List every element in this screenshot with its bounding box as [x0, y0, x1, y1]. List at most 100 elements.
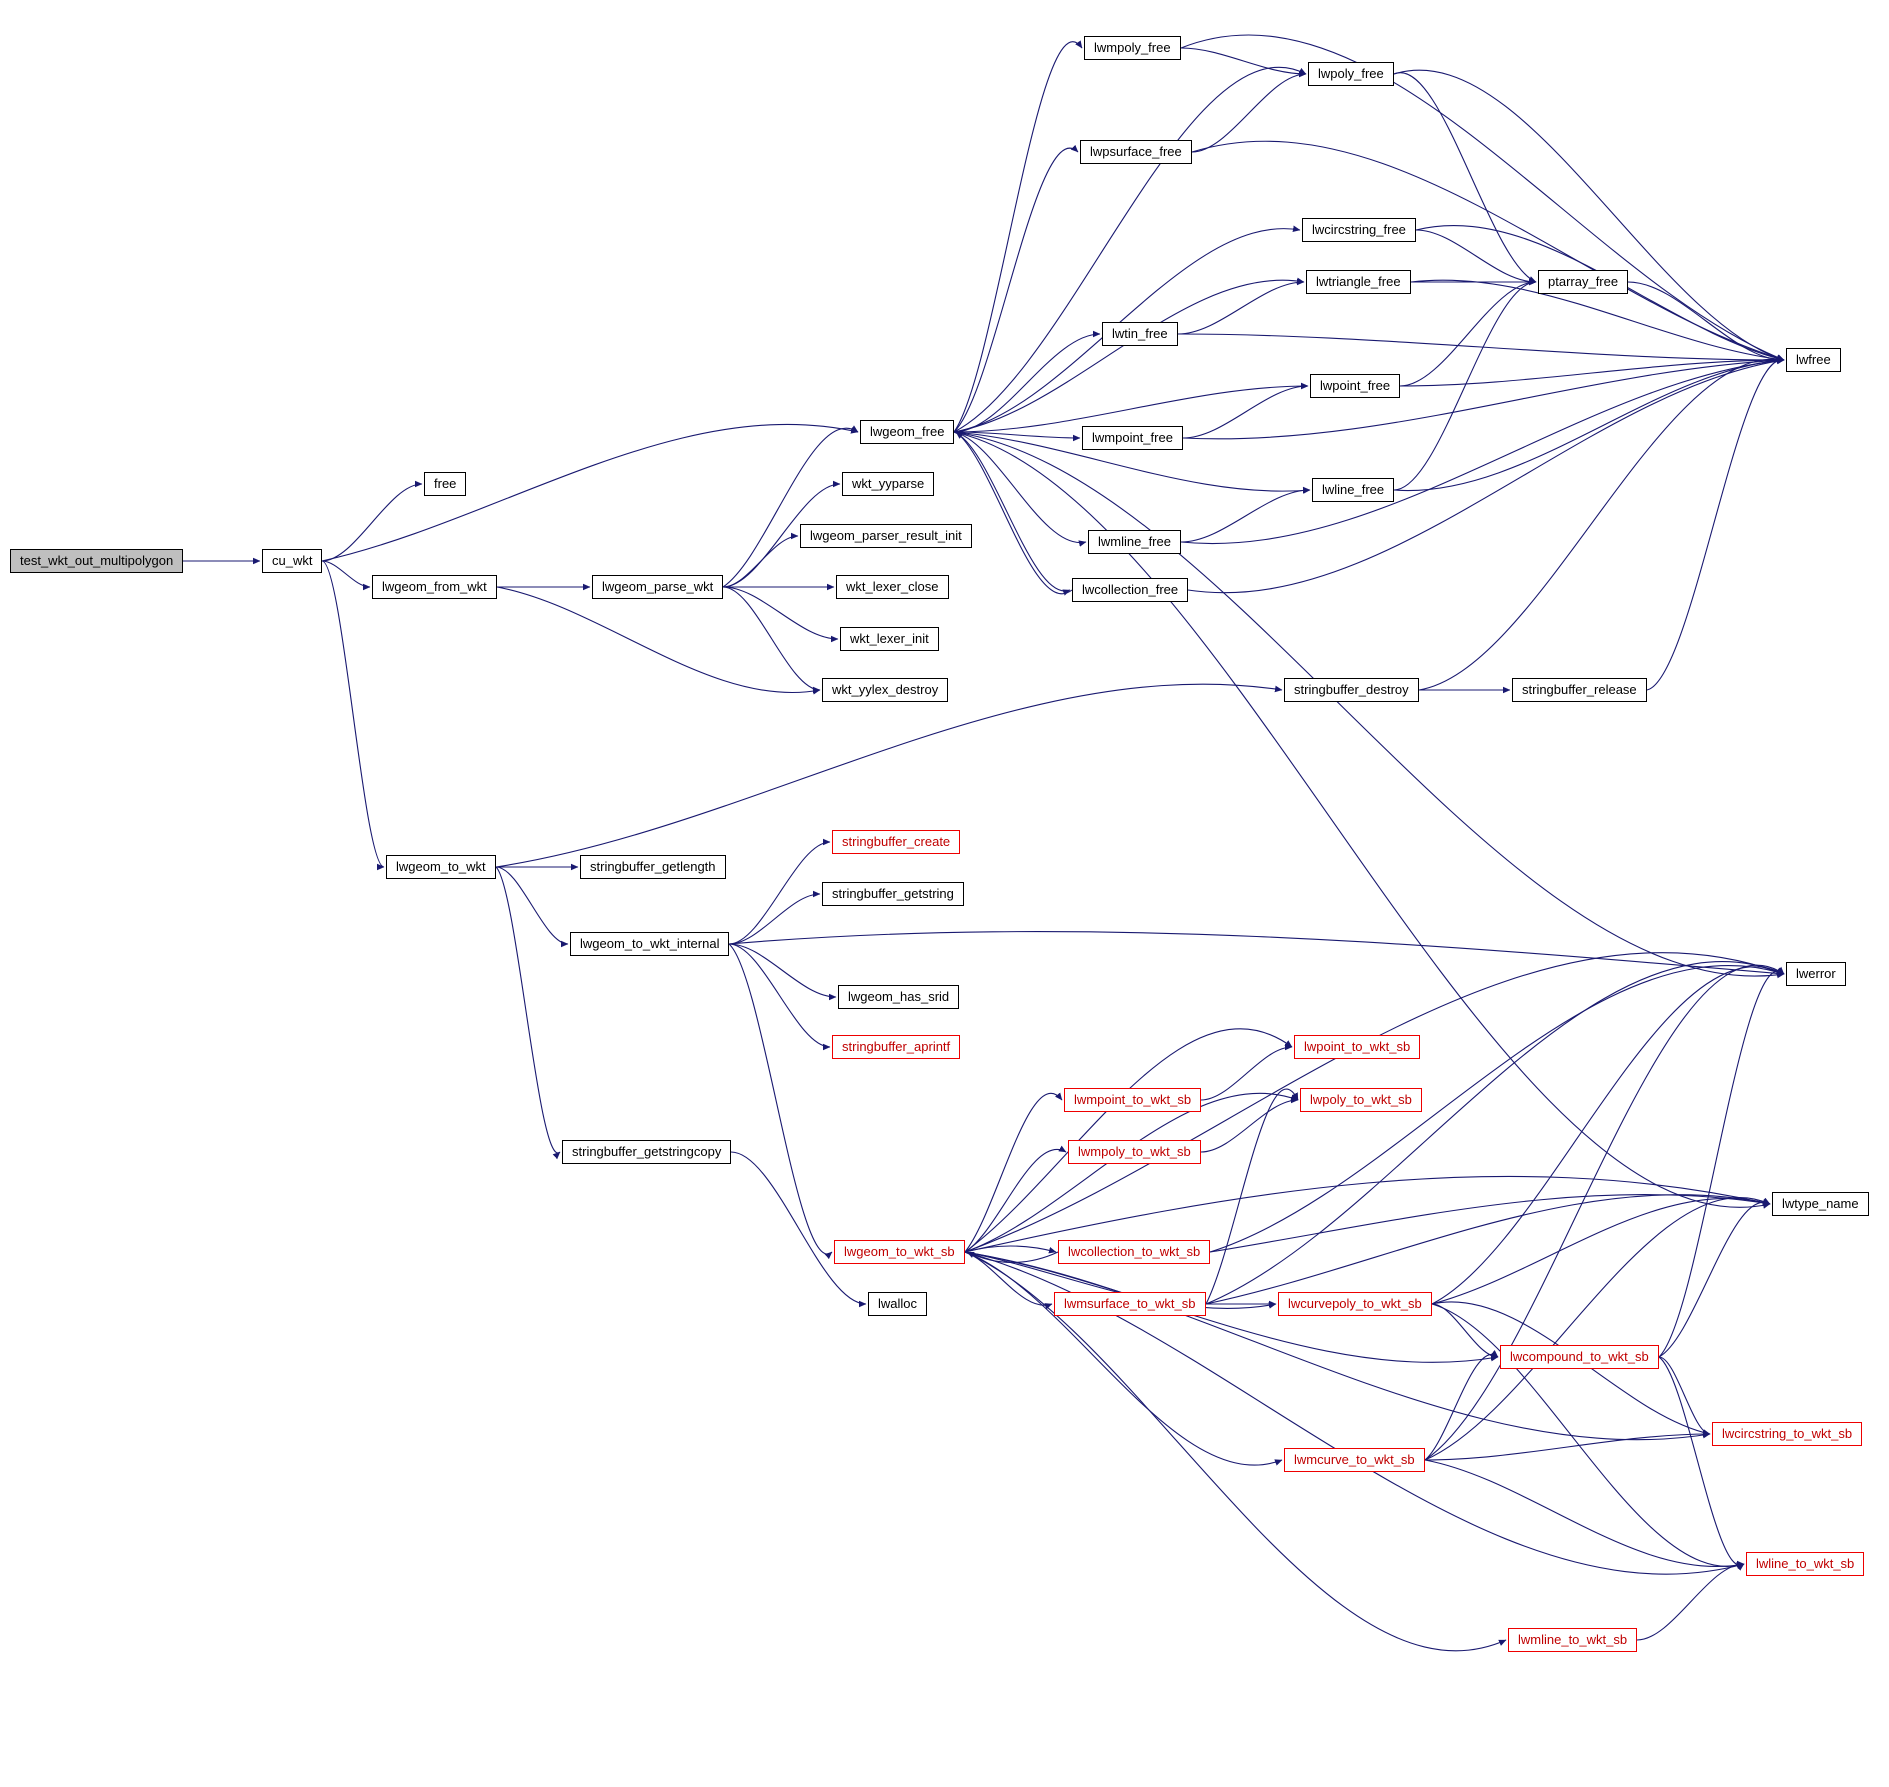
edge-lwgeom_to_wkt-lwgeom_to_wkt_internal — [495, 866, 569, 948]
node-test_wkt_out_multipolygon[interactable]: test_wkt_out_multipolygon — [10, 549, 184, 573]
edge-lwpoly_free-lwfree — [1393, 69, 1785, 362]
node-lwpoint_to_wkt_sb[interactable]: lwpoint_to_wkt_sb — [1294, 1035, 1421, 1059]
edge-lwline_free-ptarray_free — [1393, 278, 1537, 491]
node-lwmpoly_to_wkt_sb[interactable]: lwmpoly_to_wkt_sb — [1068, 1140, 1201, 1164]
edge-lwcollection_to_wkt_sb-lwtype_name — [1209, 1193, 1771, 1253]
node-lwalloc[interactable]: lwalloc — [868, 1292, 928, 1316]
edge-lwgeom_to_wkt_internal-stringbuffer_aprintf — [728, 943, 831, 1051]
edge-lwcompound_to_wkt_sb-lwtype_name — [1658, 1197, 1771, 1358]
node-lwcollection_free[interactable]: lwcollection_free — [1072, 578, 1189, 602]
node-lwcollection_to_wkt_sb[interactable]: lwcollection_to_wkt_sb — [1058, 1240, 1211, 1264]
edge-lwtin_free-lwtriangle_free — [1177, 278, 1305, 335]
node-wkt_yylex_destroy[interactable]: wkt_yylex_destroy — [822, 678, 949, 702]
edge-lwpoint_free-ptarray_free — [1399, 278, 1537, 387]
edge-lwgeom_free-lwmline_free — [953, 431, 1087, 547]
node-lwpoint_free[interactable]: lwpoint_free — [1310, 374, 1401, 398]
node-stringbuffer_destroy[interactable]: stringbuffer_destroy — [1284, 678, 1419, 702]
edge-lwgeom_free-lwpoly_free — [953, 66, 1307, 433]
edge-lwgeom_to_wkt_internal-lwgeom_has_srid — [728, 943, 837, 1001]
node-lwmpoint_to_wkt_sb[interactable]: lwmpoint_to_wkt_sb — [1064, 1088, 1202, 1112]
edge-lwgeom_to_wkt_internal-lwerror — [728, 931, 1785, 977]
edge-lwgeom_to_wkt-stringbuffer_destroy — [495, 683, 1283, 868]
node-lwgeom_to_wkt_internal[interactable]: lwgeom_to_wkt_internal — [570, 932, 730, 956]
node-lwmcurve_to_wkt_sb[interactable]: lwmcurve_to_wkt_sb — [1284, 1448, 1425, 1472]
edge-lwgeom_free-lwerror — [953, 431, 1785, 979]
edge-lwgeom_parse_wkt-wkt_yylex_destroy — [722, 586, 821, 694]
edge-lwgeom_from_wkt-wkt_yylex_destroy — [496, 586, 821, 695]
edge-lwmcurve_to_wkt_sb-lwcompound_to_wkt_sb — [1424, 1350, 1499, 1461]
node-ptarray_free[interactable]: ptarray_free — [1538, 270, 1629, 294]
node-stringbuffer_aprintf[interactable]: stringbuffer_aprintf — [832, 1035, 961, 1059]
edge-lwgeom_to_wkt_sb-lwcircstring_to_wkt_sb — [964, 1251, 1711, 1441]
node-lwcircstring_free[interactable]: lwcircstring_free — [1302, 218, 1416, 242]
node-lwcircstring_to_wkt_sb[interactable]: lwcircstring_to_wkt_sb — [1712, 1422, 1863, 1446]
edge-lwtin_free-lwfree — [1177, 333, 1785, 364]
node-lwmsurface_to_wkt_sb[interactable]: lwmsurface_to_wkt_sb — [1054, 1292, 1206, 1316]
node-lwgeom_free[interactable]: lwgeom_free — [860, 420, 955, 444]
node-lwgeom_from_wkt[interactable]: lwgeom_from_wkt — [372, 575, 497, 599]
edge-lwgeom_to_wkt_sb-lwtype_name — [964, 1175, 1771, 1253]
node-lwmline_to_wkt_sb[interactable]: lwmline_to_wkt_sb — [1508, 1628, 1638, 1652]
edge-lwgeom_free-lwtype_name — [953, 431, 1771, 1209]
edge-lwcompound_to_wkt_sb-lwcircstring_to_wkt_sb — [1658, 1356, 1711, 1438]
node-stringbuffer_getstringcopy[interactable]: stringbuffer_getstringcopy — [562, 1140, 732, 1164]
edge-lwgeom_free-lwline_free — [953, 431, 1311, 494]
edge-lwmpoly_free-lwpoly_free — [1180, 47, 1307, 78]
node-lwfree[interactable]: lwfree — [1786, 348, 1841, 372]
node-lwtin_free[interactable]: lwtin_free — [1102, 322, 1178, 346]
node-lwgeom_to_wkt[interactable]: lwgeom_to_wkt — [386, 855, 496, 879]
node-wkt_yyparse[interactable]: wkt_yyparse — [842, 472, 935, 496]
edge-lwgeom_parse_wkt-lwgeom_free — [722, 425, 859, 588]
edge-lwcollection_free-lwfree — [1187, 357, 1785, 594]
node-stringbuffer_getstring[interactable]: stringbuffer_getstring — [822, 882, 964, 906]
edge-lwcurvepoly_to_wkt_sb-lwerror — [1431, 966, 1785, 1305]
edge-stringbuffer_destroy-lwfree — [1418, 355, 1785, 691]
node-wkt_lexer_init[interactable]: wkt_lexer_init — [840, 627, 939, 651]
edge-lwcircstring_free-ptarray_free — [1415, 229, 1537, 286]
edge-lwpsurface_free-lwpoly_free — [1191, 70, 1307, 153]
edge-lwpoly_free-ptarray_free — [1393, 72, 1537, 283]
edge-lwgeom_free-lwpsurface_free — [953, 144, 1079, 433]
node-stringbuffer_getlength[interactable]: stringbuffer_getlength — [580, 855, 726, 879]
node-lwtype_name[interactable]: lwtype_name — [1772, 1192, 1869, 1216]
node-lwline_to_wkt_sb[interactable]: lwline_to_wkt_sb — [1746, 1552, 1865, 1576]
node-lwerror[interactable]: lwerror — [1786, 962, 1846, 986]
node-lwgeom_parser_result_init[interactable]: lwgeom_parser_result_init — [800, 524, 972, 548]
edge-lwcompound_to_wkt_sb-lwline_to_wkt_sb — [1658, 1356, 1745, 1571]
edge-lwmline_free-lwfree — [1180, 357, 1785, 544]
node-lwline_free[interactable]: lwline_free — [1312, 478, 1395, 502]
node-lwmpoint_free[interactable]: lwmpoint_free — [1082, 426, 1183, 450]
edge-cu_wkt-free — [321, 480, 423, 562]
node-lwpoly_to_wkt_sb[interactable]: lwpoly_to_wkt_sb — [1300, 1088, 1422, 1112]
edge-lwcurvepoly_to_wkt_sb-lwline_to_wkt_sb — [1431, 1303, 1745, 1570]
node-free[interactable]: free — [424, 472, 467, 496]
node-lwcurvepoly_to_wkt_sb[interactable]: lwcurvepoly_to_wkt_sb — [1278, 1292, 1432, 1316]
edge-lwmsurface_to_wkt_sb-lwerror — [1205, 961, 1785, 1305]
edge-lwcurvepoly_to_wkt_sb-lwtype_name — [1431, 1198, 1771, 1305]
node-lwtriangle_free[interactable]: lwtriangle_free — [1306, 270, 1411, 294]
edge-lwmline_to_wkt_sb-lwline_to_wkt_sb — [1636, 1560, 1745, 1641]
edge-lwpoint_free-lwfree — [1399, 356, 1785, 387]
node-lwmline_free[interactable]: lwmline_free — [1088, 530, 1181, 554]
edge-cu_wkt-lwgeom_from_wkt — [321, 560, 371, 591]
edge-lwmsurface_to_wkt_sb-lwtype_name — [1205, 1194, 1771, 1305]
node-lwpsurface_free[interactable]: lwpsurface_free — [1080, 140, 1192, 164]
edge-lwgeom_free-lwcircstring_free — [953, 225, 1301, 433]
node-lwmpoly_free[interactable]: lwmpoly_free — [1084, 36, 1181, 60]
node-lwpoly_free[interactable]: lwpoly_free — [1308, 62, 1394, 86]
edge-lwmpoint_to_wkt_sb-lwpoint_to_wkt_sb — [1200, 1043, 1293, 1101]
node-lwgeom_parse_wkt[interactable]: lwgeom_parse_wkt — [592, 575, 724, 599]
node-lwgeom_has_srid[interactable]: lwgeom_has_srid — [838, 985, 960, 1009]
node-stringbuffer_release[interactable]: stringbuffer_release — [1512, 678, 1647, 702]
node-stringbuffer_create[interactable]: stringbuffer_create — [832, 830, 961, 854]
edge-lwgeom_to_wkt_internal-lwgeom_to_wkt_sb — [728, 943, 833, 1260]
edge-lwmcurve_to_wkt_sb-lwtype_name — [1424, 1197, 1771, 1461]
node-cu_wkt[interactable]: cu_wkt — [262, 549, 323, 573]
edge-lwgeom_free-lwmpoly_free — [953, 40, 1083, 433]
node-lwcompound_to_wkt_sb[interactable]: lwcompound_to_wkt_sb — [1500, 1345, 1659, 1369]
node-lwgeom_to_wkt_sb[interactable]: lwgeom_to_wkt_sb — [834, 1240, 965, 1264]
node-wkt_lexer_close[interactable]: wkt_lexer_close — [836, 575, 949, 599]
edge-lwmline_free-lwline_free — [1180, 486, 1311, 543]
edge-lwgeom_to_wkt_sb-lwmpoly_to_wkt_sb — [964, 1145, 1067, 1253]
